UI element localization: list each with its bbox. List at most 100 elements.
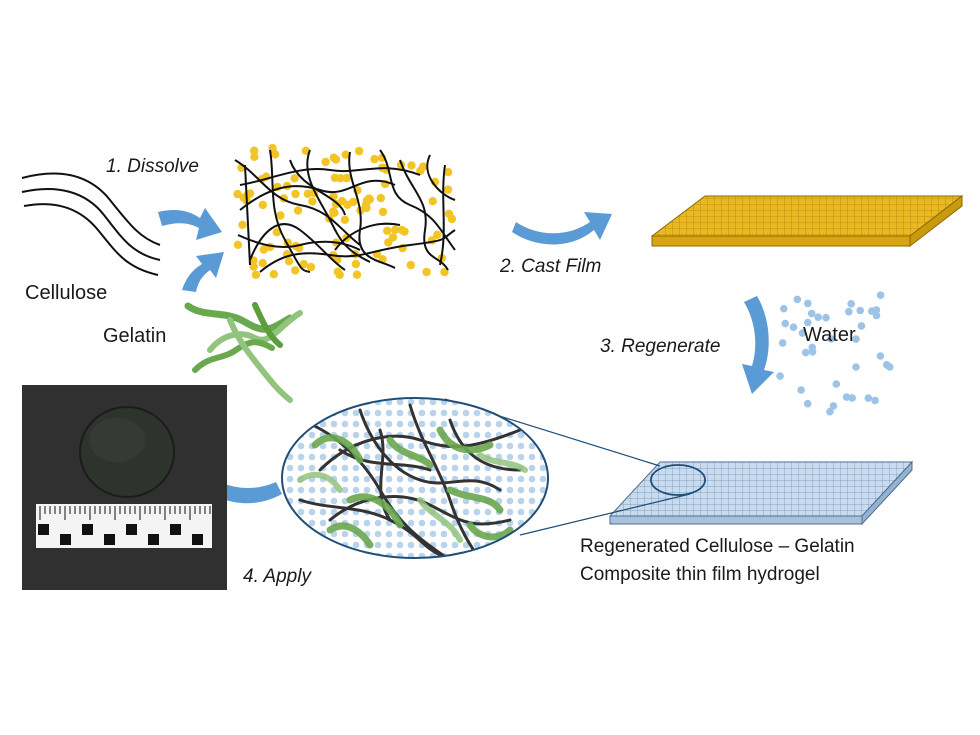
dissolve-arrow-bottom: [182, 252, 224, 292]
water-dot: [396, 453, 404, 461]
gelatin-dot: [335, 270, 344, 279]
water-dot: [286, 420, 294, 428]
water-dot: [517, 475, 525, 483]
water-dot: [297, 398, 305, 406]
gelatin-dot: [269, 270, 278, 279]
water-dot: [473, 398, 481, 406]
water-dot: [473, 464, 481, 472]
water-dot: [484, 486, 492, 494]
water-dot: [363, 519, 371, 527]
gelatin-dot: [341, 150, 350, 159]
water-label: Water: [803, 324, 856, 346]
gelatin-dot: [406, 260, 415, 270]
water-dot: [789, 323, 798, 332]
gelatin-dot: [443, 185, 453, 194]
water-dot: [319, 398, 327, 406]
gelatin-dot: [336, 174, 345, 183]
water-dot: [780, 304, 788, 313]
water-dot: [528, 486, 536, 494]
water-dot: [814, 313, 822, 322]
water-dot: [473, 541, 481, 549]
gelatin-label: Gelatin: [103, 325, 166, 347]
water-dot: [848, 394, 856, 402]
water-dot: [286, 541, 294, 549]
ruler-block: [170, 524, 181, 535]
gelatin-dot: [351, 259, 361, 269]
water-dot: [804, 299, 812, 308]
water-dot: [440, 541, 448, 549]
water-dot: [842, 393, 851, 401]
water-dot: [330, 398, 338, 406]
water-dot: [385, 464, 393, 472]
water-dot: [330, 420, 338, 428]
water-dot: [374, 409, 382, 417]
water-dot: [517, 453, 525, 461]
water-dot: [429, 398, 437, 406]
water-dot: [852, 363, 860, 371]
water-dot: [297, 442, 305, 450]
water-dot: [297, 552, 305, 558]
water-dot: [429, 420, 437, 428]
gelatin-dot: [303, 189, 312, 198]
water-dot: [797, 386, 805, 394]
water-dot: [418, 398, 426, 406]
water-dot: [286, 519, 294, 527]
water-dot: [341, 530, 349, 538]
water-dot: [341, 398, 349, 406]
water-dot: [462, 508, 470, 516]
water-dot: [528, 453, 536, 461]
ruler-block: [104, 534, 115, 545]
gelatin-dot: [388, 233, 398, 242]
water-dot: [352, 398, 360, 406]
gelatin-dot: [343, 200, 352, 209]
water-dot: [506, 486, 514, 494]
water-dot: [517, 442, 525, 450]
gelatin-dot: [233, 189, 242, 199]
water-dot: [352, 475, 360, 483]
water-dot: [528, 464, 536, 472]
gelatin-dot: [321, 157, 330, 167]
water-dot: [539, 442, 547, 450]
water-dot: [781, 319, 790, 328]
water-dot: [429, 475, 437, 483]
water-dot: [832, 380, 841, 388]
water-dot: [827, 335, 835, 343]
water-dot: [308, 398, 316, 406]
water-dot: [804, 318, 812, 327]
water-dot: [297, 541, 305, 549]
water-dot: [363, 442, 371, 450]
water-dot: [286, 431, 294, 439]
water-dot: [872, 311, 881, 320]
water-dot: [857, 322, 866, 330]
water-dot: [484, 552, 492, 558]
water-dot: [451, 409, 459, 417]
water-dot: [286, 464, 294, 472]
water-dot: [330, 442, 338, 450]
water-dot: [462, 453, 470, 461]
water-dot: [374, 519, 382, 527]
ruler-block: [192, 534, 203, 545]
water-dot: [539, 519, 547, 527]
water-dot: [297, 508, 305, 516]
gelatin-dot: [329, 153, 338, 162]
water-dot: [418, 409, 426, 417]
water-dot: [864, 394, 873, 402]
water-dot: [407, 442, 415, 450]
water-dot: [506, 552, 514, 558]
water-dot: [495, 420, 503, 428]
water-dot: [539, 530, 547, 538]
water-dot: [341, 552, 349, 558]
water-dot: [528, 398, 536, 406]
water-dot: [385, 530, 393, 538]
water-dot: [319, 508, 327, 516]
gelatin-dot: [362, 203, 371, 213]
water-dot: [286, 486, 294, 494]
water-dot: [330, 464, 338, 472]
gelatin-dot: [272, 228, 281, 237]
water-dot: [539, 431, 547, 439]
water-dot: [374, 464, 382, 472]
gelatin-dot: [250, 152, 259, 161]
gelatin-dot: [440, 267, 449, 277]
water-dot: [319, 497, 327, 505]
water-dot: [539, 420, 547, 428]
